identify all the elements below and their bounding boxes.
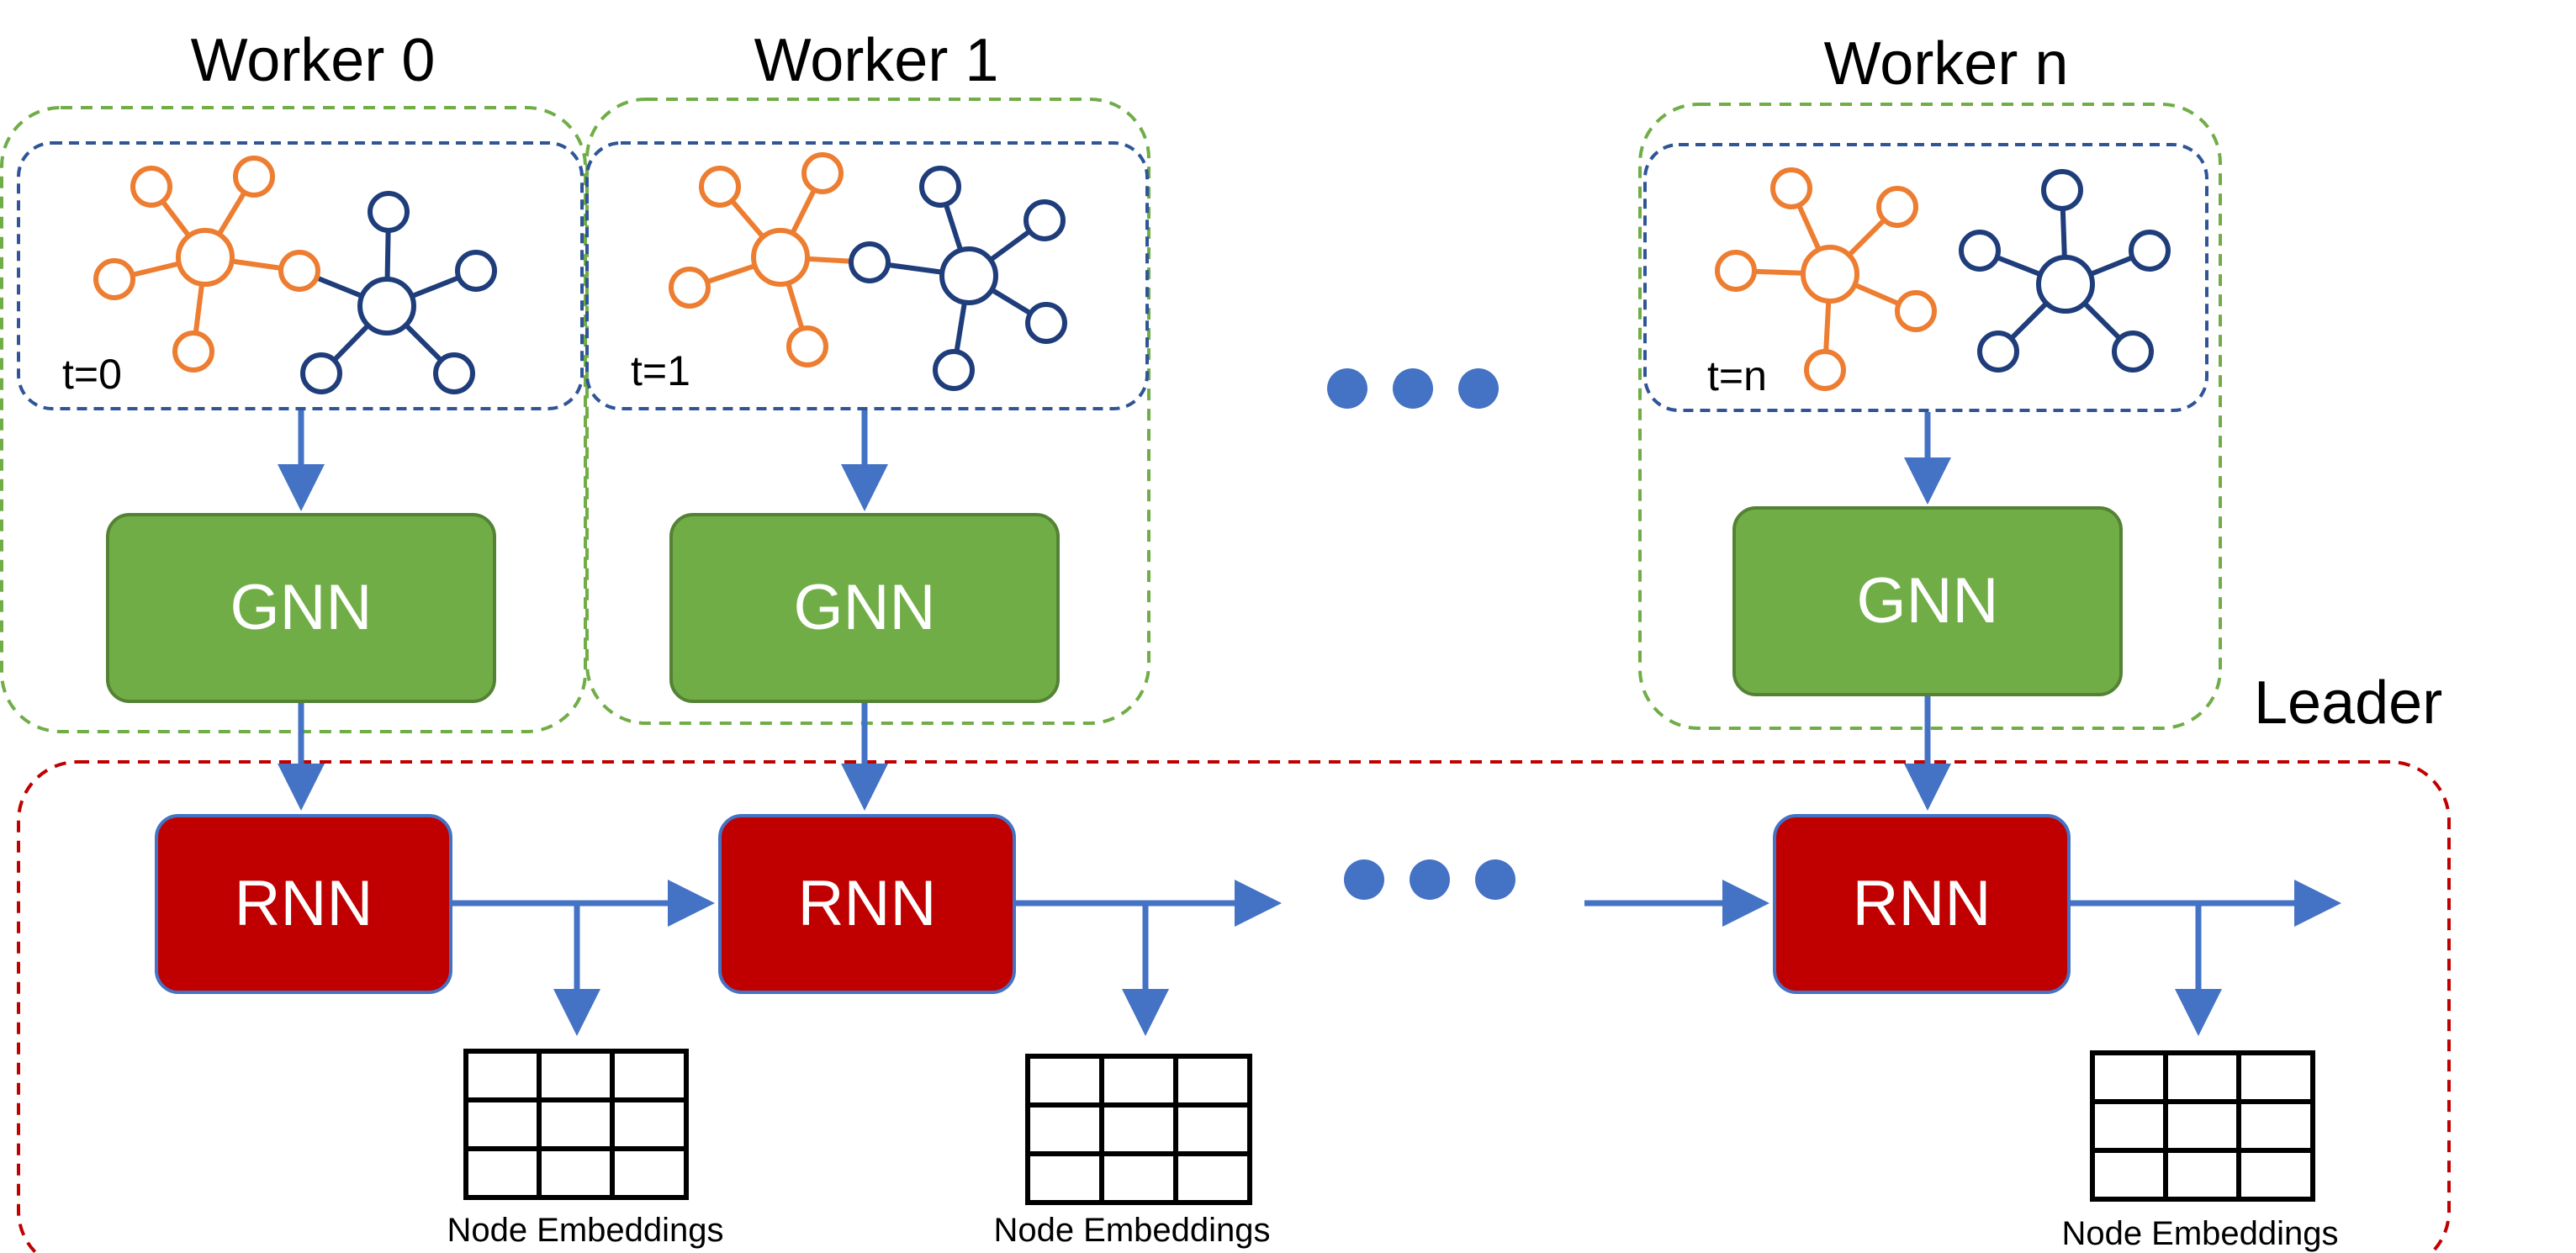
leader-title: Leader [2254,669,2442,737]
gnn-block [106,513,496,703]
leader-region [17,760,2451,1253]
graph-snapshot-region [585,141,1149,410]
embedding-table [1025,1054,1252,1205]
ellipsis-dots-leader [1344,859,1515,900]
embedding-label: Node Embeddings [993,1212,1270,1249]
worker-region [0,106,587,733]
embedding-label: Node Embeddings [2061,1215,2338,1252]
blue-graph [278,191,497,394]
gnn-label: GNN [794,572,936,643]
orange-graph [1715,167,1937,391]
rnn-label: RNN [235,868,373,939]
worker-title: Worker n [1824,30,2069,98]
time-label: t=1 [631,347,690,394]
worker-region [585,98,1150,725]
gnn-label: GNN [1857,565,1999,637]
ellipsis-dots-workers [1327,368,1499,409]
time-label: t=0 [62,351,122,398]
embedding-table [2090,1050,2315,1202]
gnn-label: GNN [230,572,373,643]
worker-1: Worker 1 t=1 [585,27,1150,725]
gnn-block [669,513,1060,703]
blue-graph [1959,169,2171,373]
time-label: t=n [1707,352,1767,399]
worker-title: Worker 0 [191,27,436,94]
embedding-table [463,1049,689,1200]
worker-n: Worker n t=n [1638,30,2222,730]
worker-region [1638,103,2222,730]
embedding-label: Node Embeddings [447,1212,723,1249]
gnn-block [1732,506,2123,696]
orange-graph [669,152,870,367]
graph-snapshot-region [17,141,584,410]
rnn-label: RNN [1853,868,1992,939]
rnn-label: RNN [798,868,937,939]
blue-graph [849,166,1067,391]
orange-graph [93,156,300,373]
worker-title: Worker 1 [754,27,999,94]
worker-0: Worker 0 t=0 [0,27,587,733]
graph-snapshot-region [1643,143,2208,412]
